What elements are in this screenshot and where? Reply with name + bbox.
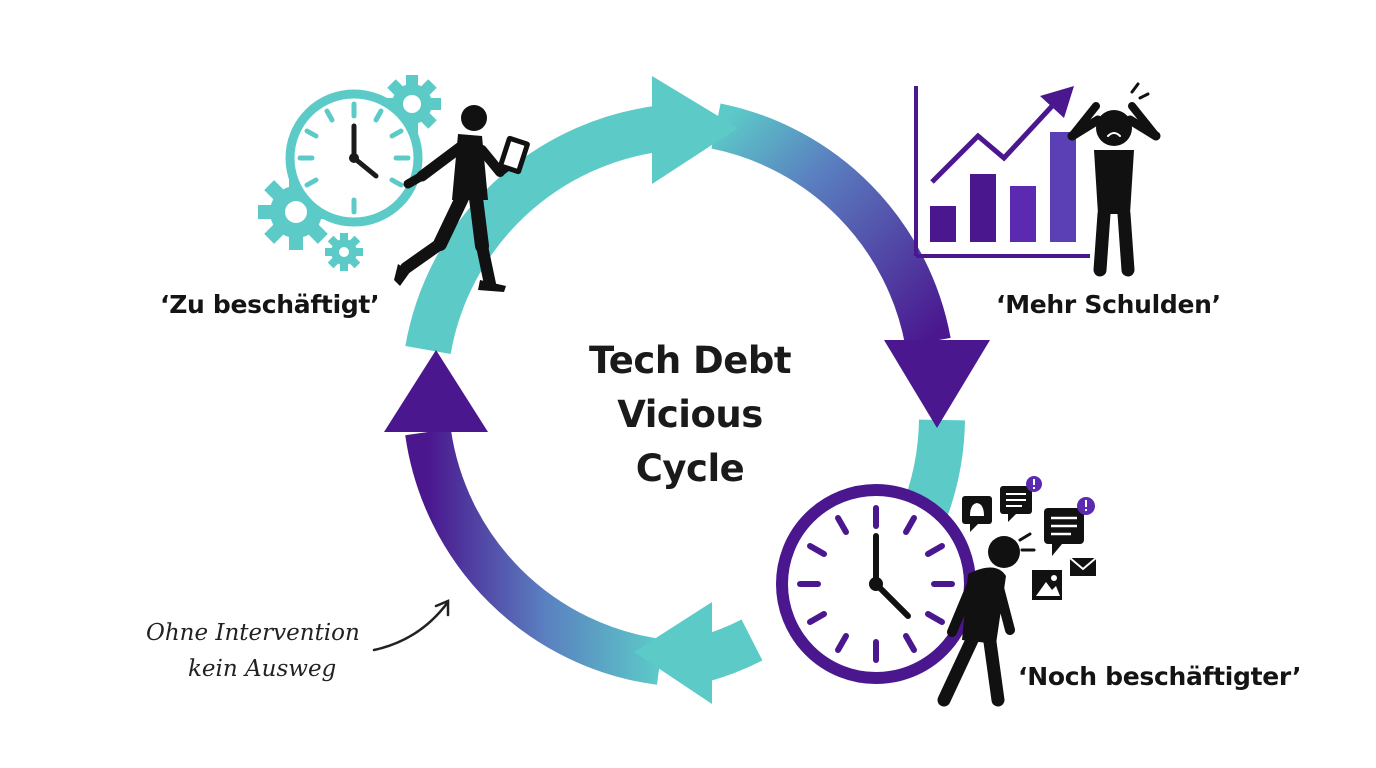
center-title: Tech Debt Vicious Cycle [560,334,820,496]
clock-teal-icon [290,94,418,222]
arrowhead-right [884,340,990,428]
note-line2: kein Ausweg [188,656,336,682]
bell-notification-icon [962,496,992,532]
center-title-line1: Tech Debt [560,334,820,388]
image-notification-icon [1032,570,1062,600]
stage-label-busy: ‘Zu beschäftigt’ [160,290,379,319]
chat-notification-icon [1044,497,1095,556]
message-notification-icon [1000,476,1042,522]
arrowhead-bottom [634,602,712,704]
stressed-person-icon [1072,84,1156,270]
arrowhead-top [652,76,738,184]
rising-chart-icon [916,86,1090,256]
envelope-icon [1070,558,1096,576]
note-line1: Ohne Intervention [146,620,360,646]
stage-label-even-busier: ‘Noch beschäftigter’ [1018,662,1301,691]
clock-purple-icon [782,490,970,678]
stage-label-more-debt: ‘Mehr Schulden’ [996,290,1221,319]
arc-top-right [716,126,928,342]
gear-small-icon [325,233,363,271]
curved-pointer-arrow-icon [374,601,448,650]
center-title-line2: Vicious Cycle [560,388,820,496]
arrowhead-left [384,350,488,432]
